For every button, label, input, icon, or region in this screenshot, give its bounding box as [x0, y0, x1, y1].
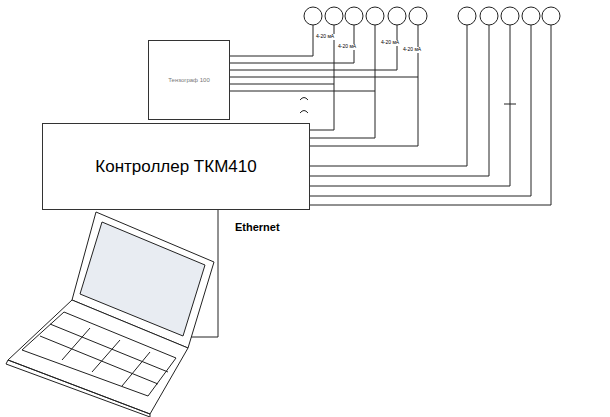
signal-label: 4-20 мА	[337, 44, 357, 50]
node-title: Тензограф 100	[168, 77, 209, 83]
interface-label: Ethernet	[234, 221, 281, 233]
controller-box: Контроллер ТКМ410	[42, 123, 310, 210]
signal-label: 4-20 мА	[315, 34, 335, 40]
node-title: Контроллер ТКМ410	[95, 157, 256, 177]
signal-label: 4-20 мА	[402, 47, 422, 53]
device-box: Тензограф 100	[148, 40, 230, 120]
signal-label: 4-20 мА	[380, 40, 400, 46]
